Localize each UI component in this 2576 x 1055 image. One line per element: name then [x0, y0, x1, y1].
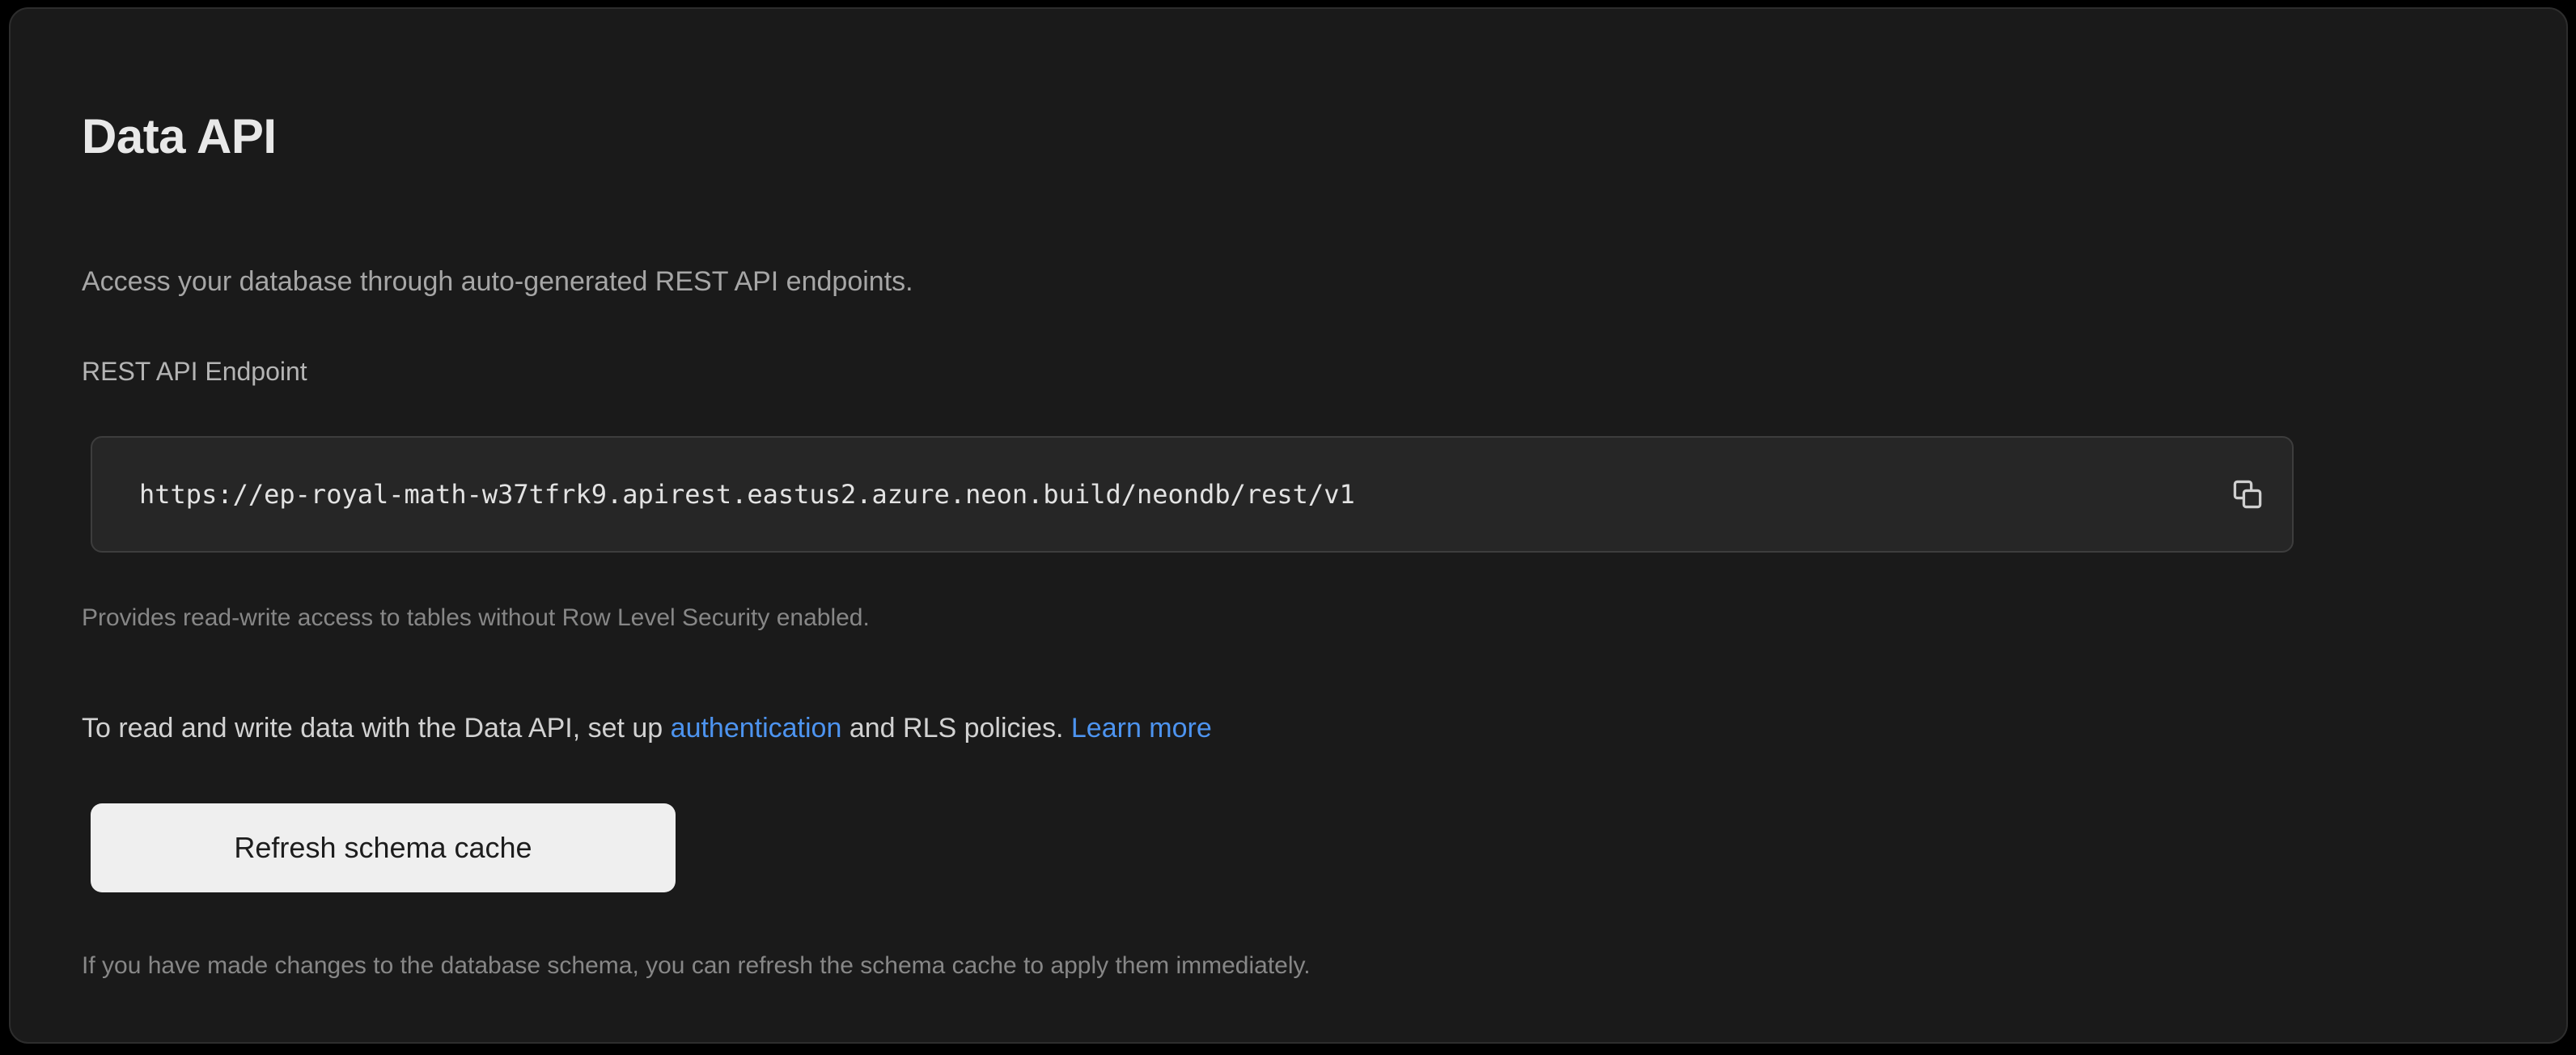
rls-note-text-before: To read and write data with the Data API…	[82, 713, 671, 744]
learn-more-link[interactable]: Learn more	[1070, 713, 1212, 744]
page-subtitle: Access your database through auto-genera…	[82, 266, 913, 297]
rls-note-text-middle: and RLS policies.	[841, 713, 1071, 744]
rest-api-endpoint-field[interactable]	[91, 436, 2294, 553]
refresh-schema-cache-button[interactable]: Refresh schema cache	[91, 803, 676, 892]
authentication-link[interactable]: authentication	[670, 713, 842, 744]
data-api-card: Data API Access your database through au…	[9, 7, 2568, 1044]
rest-api-endpoint-input[interactable]	[92, 477, 2203, 511]
copy-endpoint-button[interactable]	[2203, 436, 2292, 553]
endpoint-hint-text: Provides read-write access to tables wit…	[82, 604, 870, 631]
refresh-schema-footer-text: If you have made changes to the database…	[82, 952, 1311, 979]
page-title: Data API	[82, 109, 277, 164]
copy-icon	[2230, 477, 2265, 512]
rest-api-endpoint-label: REST API Endpoint	[82, 357, 307, 386]
rls-note: To read and write data with the Data API…	[82, 712, 1212, 745]
